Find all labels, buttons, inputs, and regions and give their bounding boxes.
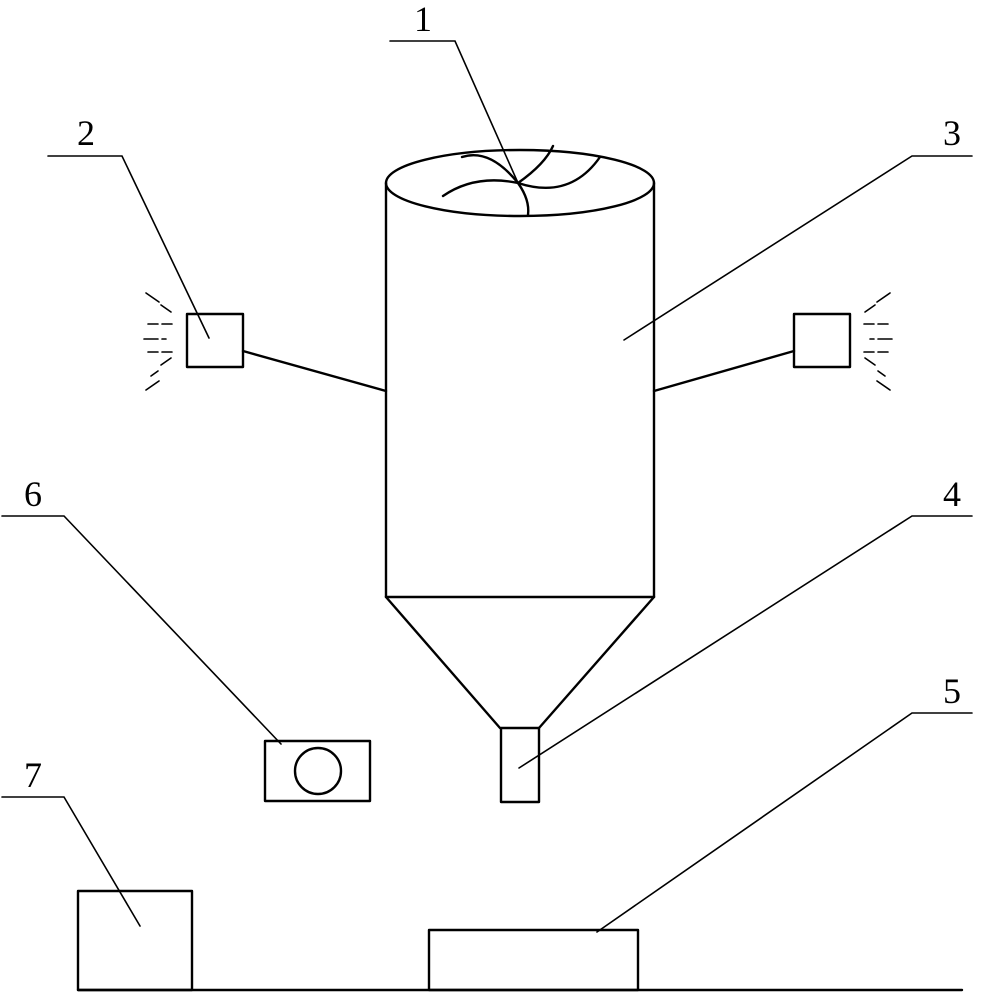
tower-cone-left xyxy=(384,595,502,730)
part-labels: 1 2 3 4 5 6 7 xyxy=(24,0,961,795)
label-5: 5 xyxy=(943,671,961,711)
camera-lens xyxy=(293,746,343,796)
fan-blade xyxy=(516,155,602,190)
tower xyxy=(384,148,656,730)
leader-lines xyxy=(1,40,973,933)
label-4: 4 xyxy=(943,474,961,514)
left-emitter xyxy=(143,292,388,393)
tower-cone-right xyxy=(537,595,656,730)
label-1: 1 xyxy=(414,0,432,39)
box-7 xyxy=(76,889,194,992)
tray-5 xyxy=(427,928,640,992)
left-emitter-rays-icon xyxy=(143,292,173,391)
fan-blade xyxy=(516,144,555,185)
camera-icon xyxy=(263,739,372,803)
right-emitter xyxy=(652,292,893,393)
fan-blade xyxy=(441,179,520,198)
label-2: 2 xyxy=(77,113,95,153)
left-emitter-box xyxy=(185,312,245,369)
leader-line-6 xyxy=(1,515,282,745)
leader-line-1 xyxy=(389,40,519,184)
leader-line-5 xyxy=(596,712,973,933)
fan-icon xyxy=(441,144,602,217)
right-emitter-box xyxy=(792,312,852,369)
leader-line-3 xyxy=(623,155,973,341)
leader-line-2 xyxy=(47,155,210,339)
camera-body xyxy=(263,739,372,803)
fan-blade xyxy=(516,181,530,217)
label-7: 7 xyxy=(24,755,42,795)
outlet-nozzle xyxy=(499,726,541,804)
label-3: 3 xyxy=(943,113,961,153)
label-6: 6 xyxy=(24,474,42,514)
right-emitter-rays-icon xyxy=(863,292,893,391)
right-emitter-arm xyxy=(652,349,796,393)
left-emitter-arm xyxy=(241,349,388,393)
fan-blade xyxy=(460,153,520,185)
leader-line-4 xyxy=(518,515,973,769)
leader-line-7 xyxy=(1,796,141,927)
